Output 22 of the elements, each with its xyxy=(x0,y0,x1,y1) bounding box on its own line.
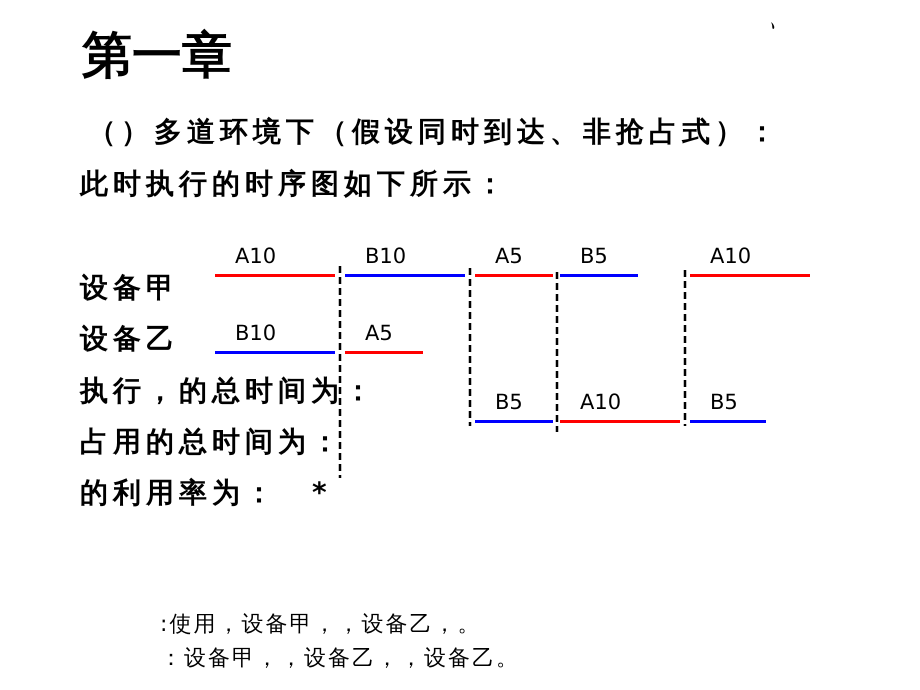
device-label: 设备乙 xyxy=(80,325,179,353)
note-text: ：设备甲，，设备乙，，设备乙。 xyxy=(160,648,520,670)
timeline-segment: A5 xyxy=(475,243,553,277)
timeline-segment: A10 xyxy=(560,389,680,423)
timeline-segment: B10 xyxy=(215,320,335,354)
stray-mark: 、 xyxy=(766,4,800,38)
timeline-segment: B5 xyxy=(475,389,553,423)
chapter-title: 第一章 xyxy=(82,25,232,86)
question-text: 执行，的总时间为： xyxy=(80,377,377,405)
question-text: 占用的总时间为： xyxy=(80,428,344,456)
heading-text: 此时执行的时序图如下所示： xyxy=(80,170,509,198)
timeline-segment: B5 xyxy=(560,243,638,277)
timeline-segment: A10 xyxy=(690,243,810,277)
timeline-segment: B5 xyxy=(690,389,766,423)
timeline-segment: B10 xyxy=(345,243,465,277)
timeline-segment: A5 xyxy=(345,320,423,354)
note-text: :使用，设备甲，，设备乙，。 xyxy=(160,614,482,636)
device-label: 设备甲 xyxy=(80,274,179,302)
heading-text: （）多道环境下（假设同时到达、非抢占式）： xyxy=(88,118,781,146)
asterisk: * xyxy=(312,479,327,507)
question-text: 的利用率为： xyxy=(80,479,278,507)
timeline-segment: A10 xyxy=(215,243,335,277)
